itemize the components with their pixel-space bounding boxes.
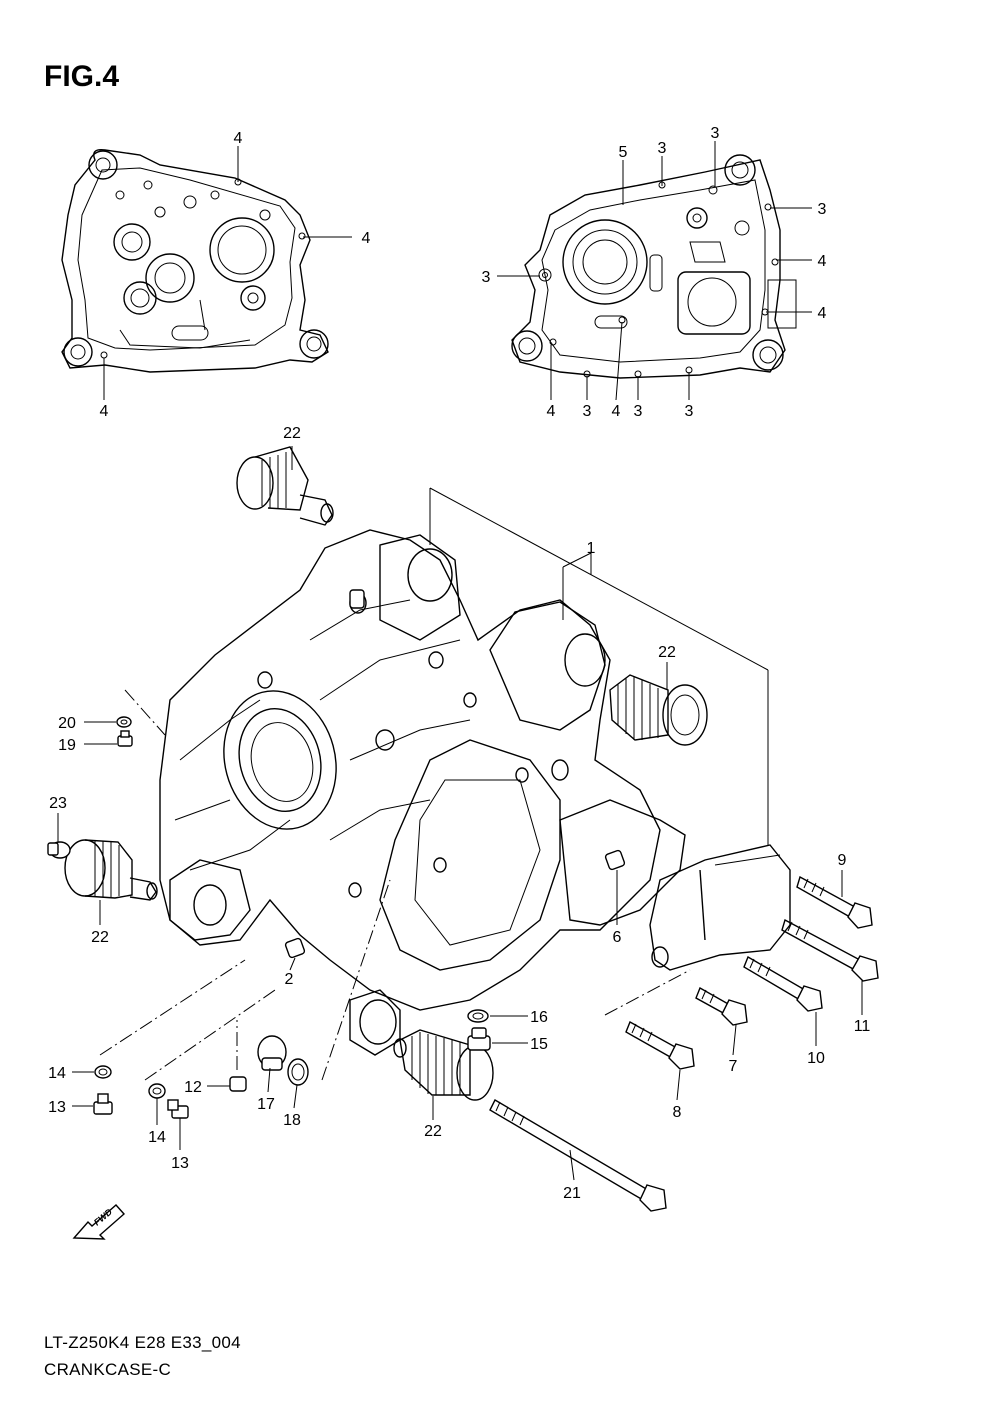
callout-22: 22 <box>283 425 301 442</box>
top-views-leader-lines <box>103 141 812 401</box>
callout-15: 15 <box>530 1036 548 1053</box>
callout-21: 21 <box>563 1185 581 1202</box>
callout-13: 13 <box>48 1099 66 1116</box>
callout-3: 3 <box>711 125 720 142</box>
fwd-arrow-icon: FWD <box>72 1204 125 1240</box>
plug-15 <box>467 1027 491 1051</box>
strainer-left <box>64 839 158 901</box>
callout-3: 3 <box>482 269 491 286</box>
main-leader-lines <box>57 446 863 1181</box>
bolt-13-b <box>167 1099 189 1119</box>
strainer-bottom <box>393 1029 494 1101</box>
callout-3: 3 <box>634 403 643 420</box>
bolt-7 <box>695 986 748 1026</box>
callout-3: 3 <box>685 403 694 420</box>
callout-3: 3 <box>583 403 592 420</box>
bolt-19 <box>117 730 133 747</box>
callout-4: 4 <box>362 230 371 247</box>
bolt-8 <box>625 1021 695 1070</box>
callout-20: 20 <box>58 715 76 732</box>
bolt-10 <box>743 955 823 1012</box>
callout-19: 19 <box>58 737 76 754</box>
callout-22: 22 <box>91 929 109 946</box>
bolt-9 <box>796 875 873 929</box>
oring-18 <box>287 1058 309 1086</box>
callout-10: 10 <box>807 1050 825 1067</box>
callout-3: 3 <box>818 201 827 218</box>
callout-16: 16 <box>530 1009 548 1026</box>
callout-4: 4 <box>612 403 621 420</box>
bolt-21 <box>489 1099 667 1212</box>
callout-23: 23 <box>49 795 67 812</box>
washer-14-a <box>94 1065 112 1079</box>
bolt-11 <box>781 918 879 982</box>
callout-4: 4 <box>547 403 556 420</box>
plug-12 <box>229 1076 247 1092</box>
callout-labels: 4 4 4 5 3 3 3 3 4 4 4 3 4 3 3 22 1 22 20… <box>48 125 870 1202</box>
left-crankcase-half-view <box>61 149 329 373</box>
callout-6: 6 <box>613 929 622 946</box>
callout-4: 4 <box>234 130 243 147</box>
callout-13: 13 <box>171 1155 189 1172</box>
starter-cover <box>649 844 791 971</box>
callout-22: 22 <box>658 644 676 661</box>
part-1-bracket <box>429 487 769 845</box>
callout-17: 17 <box>257 1096 275 1113</box>
right-crankcase-half-view <box>511 154 797 379</box>
callout-9: 9 <box>838 852 847 869</box>
callout-12: 12 <box>184 1079 202 1096</box>
plug-17 <box>257 1035 287 1071</box>
washer-14-b <box>148 1083 166 1099</box>
callout-22: 22 <box>424 1123 442 1140</box>
model-code: LT-Z250K4 E28 E33_004 <box>44 1333 241 1352</box>
callout-3: 3 <box>658 140 667 157</box>
washer-16 <box>467 1009 489 1023</box>
callout-4: 4 <box>818 305 827 322</box>
callout-18: 18 <box>283 1112 301 1129</box>
plug-23 <box>47 841 71 859</box>
callout-11: 11 <box>854 1018 871 1035</box>
callout-8: 8 <box>673 1104 682 1121</box>
crankcase-assembly <box>159 529 686 1056</box>
callout-4: 4 <box>100 403 109 420</box>
callout-2: 2 <box>285 971 294 988</box>
bolt-13-a <box>93 1093 113 1115</box>
strainer-mid-right <box>609 674 708 746</box>
callout-14: 14 <box>148 1129 166 1146</box>
washer-20 <box>116 716 132 728</box>
callout-5: 5 <box>619 144 628 161</box>
strainer-top <box>236 446 334 526</box>
section-name: CRANKCASE-C <box>44 1360 172 1379</box>
callout-1: 1 <box>587 540 596 557</box>
figure-title: FIG.4 <box>44 60 120 93</box>
callout-7: 7 <box>729 1058 738 1075</box>
callout-4: 4 <box>818 253 827 270</box>
callout-14: 14 <box>48 1065 66 1082</box>
